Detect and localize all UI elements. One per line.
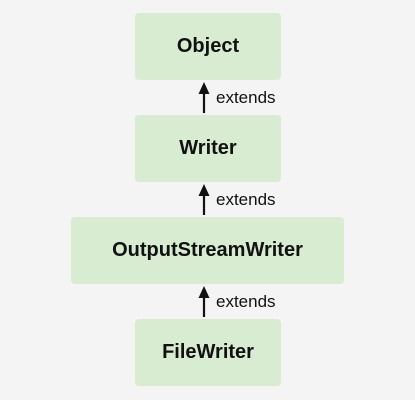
node-label: Writer — [179, 137, 237, 159]
edge-osw-to-writer — [198, 184, 210, 215]
edge-label-extends: extends — [216, 190, 276, 209]
edge-writer-to-object — [198, 82, 210, 113]
node-file-writer: FileWriter — [135, 319, 281, 386]
arrowhead-icon — [198, 82, 210, 94]
edge-filewriter-to-osw — [198, 286, 210, 317]
node-writer: Writer — [135, 115, 281, 182]
arrowhead-icon — [198, 184, 210, 196]
node-output-stream-writer: OutputStreamWriter — [71, 217, 344, 284]
node-label: FileWriter — [162, 341, 254, 363]
node-label: OutputStreamWriter — [112, 239, 303, 261]
node-object: Object — [135, 13, 281, 80]
edge-label-extends: extends — [216, 88, 276, 107]
node-label: Object — [176, 35, 240, 57]
arrowhead-icon — [198, 286, 210, 298]
edge-label-extends: extends — [216, 292, 276, 311]
